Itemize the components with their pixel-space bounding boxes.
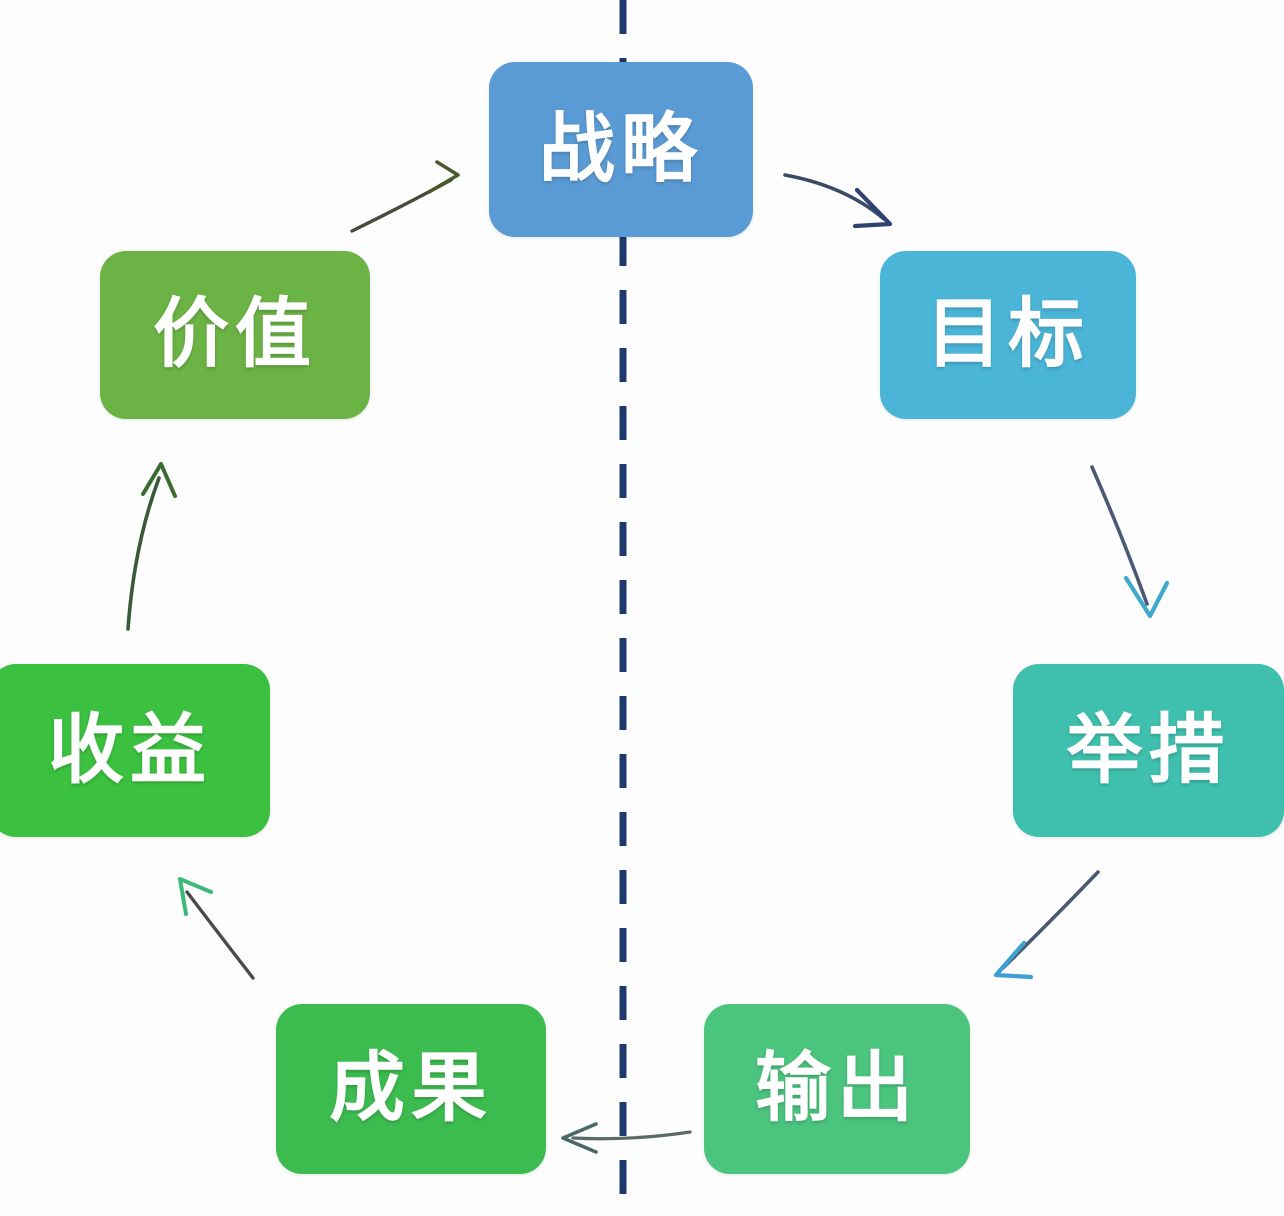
node-strategy[interactable]: 战略	[489, 62, 753, 237]
node-strategy-label: 战略	[539, 106, 703, 192]
node-value[interactable]: 价值	[100, 251, 370, 419]
edge-output-to-results	[561, 1122, 692, 1154]
edge-benefit-to-value	[126, 462, 177, 631]
node-goal[interactable]: 目标	[880, 251, 1136, 419]
node-benefit-label: 收益	[48, 707, 212, 793]
edge-strategy-to-goal	[783, 173, 893, 229]
node-results[interactable]: 成果	[276, 1004, 546, 1174]
node-results-label: 成果	[329, 1046, 493, 1131]
node-initiative[interactable]: 举措	[1013, 664, 1284, 837]
edge-results-to-benefit	[178, 877, 255, 980]
node-initiative-label: 举措	[1066, 707, 1231, 793]
node-output[interactable]: 输出	[704, 1004, 970, 1174]
edge-value-to-strategy	[350, 160, 460, 233]
node-output-label: 输出	[755, 1046, 919, 1131]
node-goal-label: 目标	[926, 292, 1090, 377]
node-benefit[interactable]: 收益	[0, 664, 270, 837]
edge-initiative-to-output	[993, 870, 1100, 980]
edge-goal-to-initiative	[1090, 465, 1170, 619]
node-value-label: 价值	[153, 292, 317, 377]
